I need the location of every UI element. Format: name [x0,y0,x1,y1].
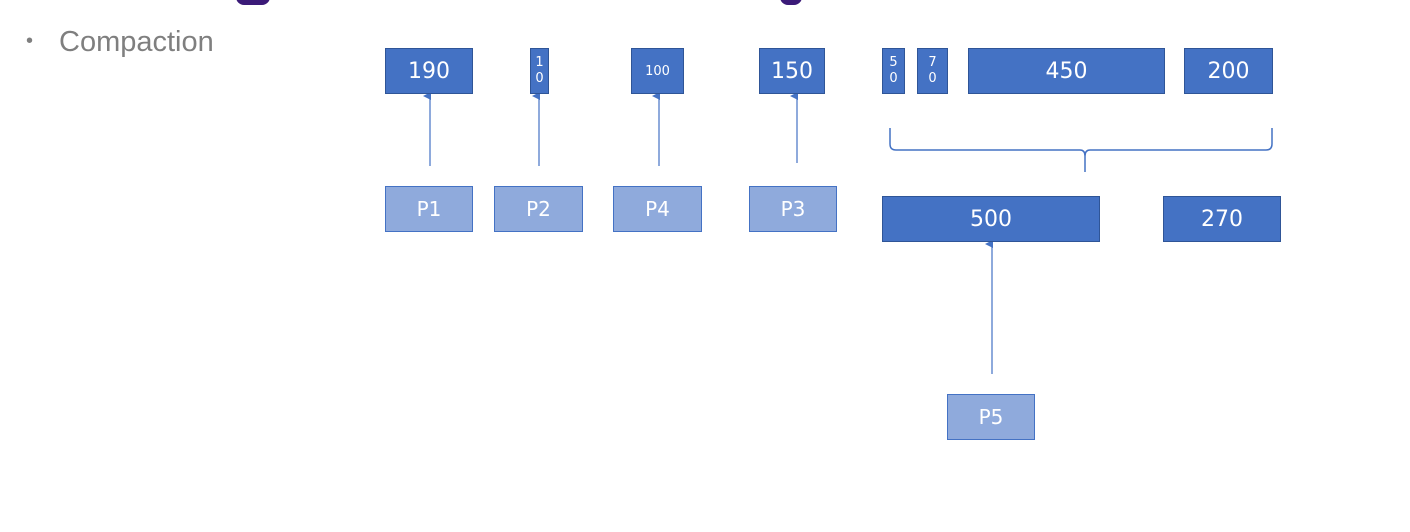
memory-block-digit: 1 [535,55,544,70]
memory-block-digit: 0 [928,71,937,86]
memory-block-100: 100 [631,48,684,94]
memory-block-digit: 0 [889,71,898,86]
memory-block-70: 7 0 [917,48,948,94]
process-p4: P4 [613,186,702,232]
memory-block-150: 150 [759,48,825,94]
slide-title-fragment [0,0,1410,5]
title-glyph-fragment [236,0,270,5]
process-label: P4 [645,197,670,221]
memory-block-270: 270 [1163,196,1281,242]
memory-block-50: 5 0 [882,48,905,94]
memory-block-digit: 5 [889,55,898,70]
process-label: P5 [978,405,1004,429]
compaction-brace [889,128,1273,172]
process-label: P1 [416,197,442,221]
memory-block-500: 500 [882,196,1100,242]
memory-block-label: 100 [645,63,670,79]
memory-block-label: 200 [1207,58,1250,84]
process-p3: P3 [749,186,837,232]
title-glyph-fragment [780,0,802,5]
memory-block-label: 450 [1045,58,1088,84]
memory-block-label: 150 [771,58,813,84]
process-label: P3 [780,197,806,221]
bullet-dot-icon: • [26,30,34,52]
memory-block-label: 500 [970,206,1012,232]
memory-block-450: 450 [968,48,1165,94]
process-p2: P2 [494,186,583,232]
memory-block-190: 190 [385,48,473,94]
process-p5: P5 [947,394,1035,440]
memory-block-digit: 7 [928,55,937,70]
process-p1: P1 [385,186,473,232]
memory-block-label: 190 [408,58,450,84]
memory-block-digit: 0 [535,71,544,86]
memory-block-label: 270 [1201,206,1243,232]
memory-block-10: 1 0 [530,48,549,94]
bullet-text: Compaction [59,26,214,58]
process-label: P2 [526,197,551,221]
memory-block-200: 200 [1184,48,1273,94]
bullet-item: • Compaction [26,26,214,59]
